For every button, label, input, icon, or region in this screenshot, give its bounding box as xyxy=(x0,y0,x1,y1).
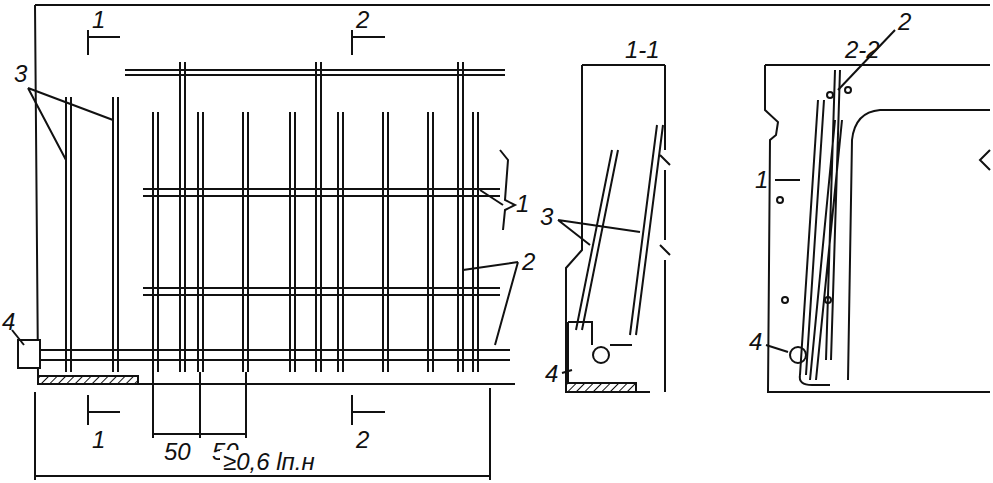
callout-number: 3 xyxy=(540,205,553,229)
callout-number: 2 xyxy=(356,8,369,32)
dimension-text: 50 xyxy=(164,440,191,464)
callout-number: 4 xyxy=(749,330,762,354)
section-title: 2-2 xyxy=(845,38,880,62)
callout-number: 3 xyxy=(14,62,27,86)
callout-number: 4 xyxy=(545,362,558,386)
callout-number: 1 xyxy=(516,192,529,216)
callout-number: 2 xyxy=(522,250,535,274)
callout-number: 4 xyxy=(2,310,15,334)
callout-number: 1 xyxy=(92,428,105,452)
dimension-text: ≥0,6 lп.н xyxy=(220,450,318,474)
callout-number: 1 xyxy=(755,168,768,192)
section-title: 1-1 xyxy=(625,38,660,62)
callout-number: 2 xyxy=(356,428,369,452)
callout-number: 2 xyxy=(898,10,911,34)
callout-number: 1 xyxy=(92,8,105,32)
